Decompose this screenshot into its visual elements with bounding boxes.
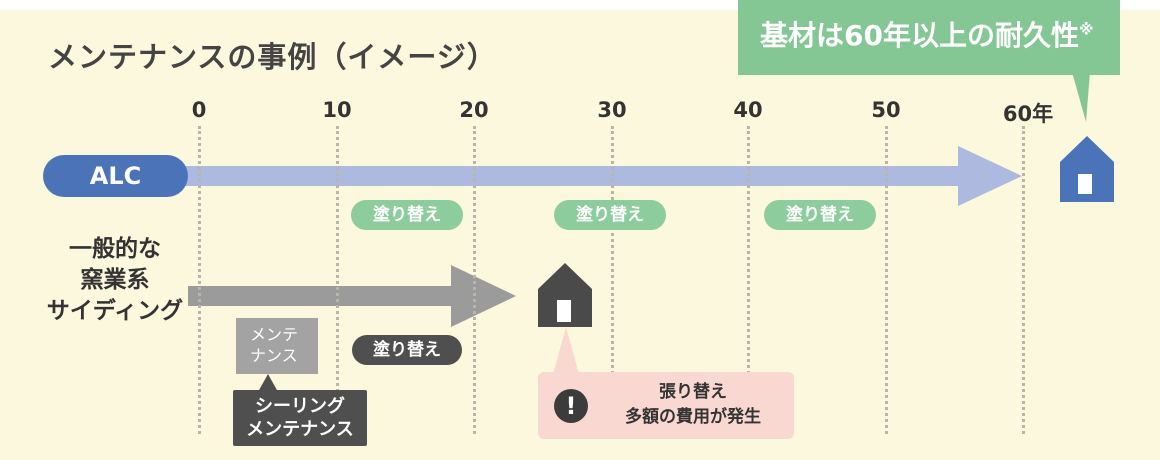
gridline-30 <box>611 126 614 434</box>
durability-callout-text: 基材は60年以上の耐久性 <box>760 19 1079 52</box>
tick-label-30: 30 <box>597 98 627 122</box>
general-siding-line-3: サイディング <box>46 298 184 324</box>
maintenance-line-2: ナンス <box>250 346 298 365</box>
alc-repaint-30: 塗り替え <box>554 200 666 230</box>
alc-arrow <box>150 146 1022 206</box>
general-siding-line-1: 一般的な <box>69 236 161 262</box>
gridline-40 <box>747 126 750 434</box>
sealing-line-2: メンテナンス <box>246 419 354 440</box>
alc-repaint-45: 塗り替え <box>764 200 876 230</box>
warning-line-1: 張り替え <box>659 382 727 402</box>
tick-label-50: 50 <box>871 98 901 122</box>
warning-line-2: 多額の費用が発生 <box>625 407 761 427</box>
tick-label-60: 60年 <box>1002 102 1054 126</box>
warning-pointer <box>553 327 579 374</box>
tick-label-20: 20 <box>459 98 489 122</box>
sealing-maintenance-box: シーリング メンテナンス <box>233 390 367 446</box>
page-title: メンテナンスの事例（イメージ） <box>48 40 497 74</box>
durability-callout-note: ※ <box>1078 20 1094 39</box>
maintenance-line-1: メンテ <box>250 325 299 344</box>
tick-label-40: 40 <box>733 98 763 122</box>
gridline-20 <box>473 126 476 434</box>
warning-text: 張り替え 多額の費用が発生 <box>598 380 788 430</box>
alc-label: ALC <box>43 155 188 197</box>
gridline-10 <box>336 126 339 434</box>
alc-repaint-10: 塗り替え <box>351 200 463 230</box>
gridline-50 <box>885 126 888 434</box>
gridline-0 <box>198 126 201 434</box>
maintenance-box: メンテ ナンス <box>236 318 318 374</box>
exclamation-icon: ! <box>554 389 588 423</box>
general-siding-label: 一般的な 窯業系 サイディング <box>40 234 190 327</box>
house-blue-icon <box>1060 136 1114 202</box>
general-repaint-pill: 塗り替え <box>352 335 462 365</box>
tick-label-10: 10 <box>322 98 352 122</box>
house-dark-icon <box>538 263 592 327</box>
sealing-line-1: シーリング <box>255 396 345 417</box>
tick-label-0: 0 <box>191 98 207 122</box>
durability-callout: 基材は60年以上の耐久性※ <box>738 0 1120 75</box>
gridline-60 <box>1022 126 1025 434</box>
callout-pointer <box>1072 72 1090 122</box>
general-siding-line-2: 窯業系 <box>80 267 150 293</box>
general-arrow <box>188 265 516 327</box>
sealing-pointer <box>258 374 278 392</box>
